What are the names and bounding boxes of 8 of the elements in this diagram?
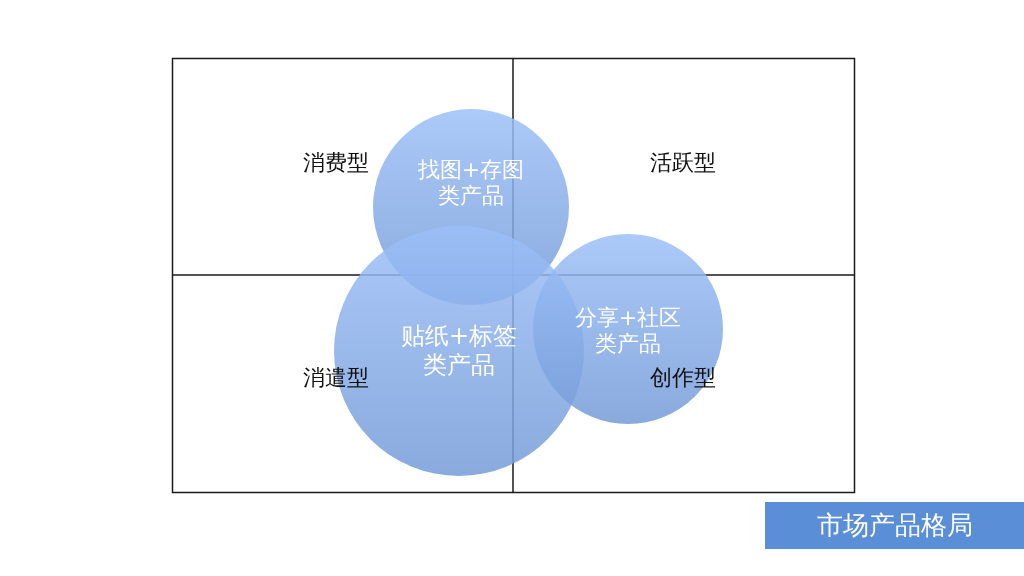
category-label: 分享+社区类产品 — [573, 304, 683, 358]
quadrant-label: 消费型 — [303, 149, 369, 177]
quadrant-label: 创作型 — [650, 364, 716, 392]
category-label: 贴纸+标签类产品 — [399, 322, 519, 380]
title-text: 市场产品格局 — [816, 509, 973, 542]
quadrant-label: 消遣型 — [303, 364, 369, 392]
category-label: 找图+存图类产品 — [416, 156, 526, 210]
quadrant-label: 活跃型 — [650, 149, 716, 177]
